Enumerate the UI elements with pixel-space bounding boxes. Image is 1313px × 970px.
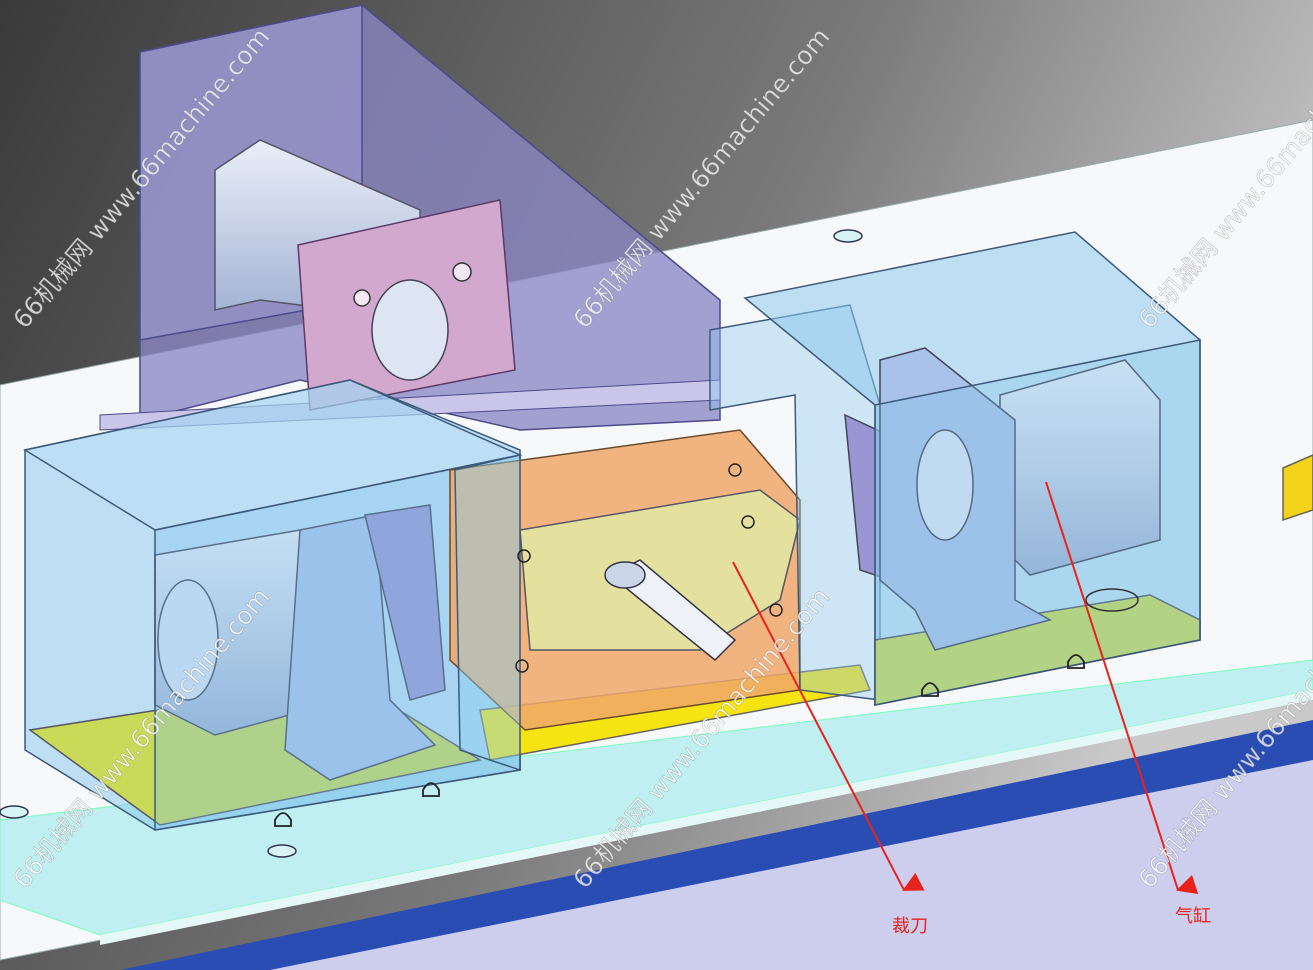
die-front-frame xyxy=(454,454,521,772)
die-hole xyxy=(769,603,783,617)
die-hole xyxy=(741,515,755,529)
right-bore xyxy=(916,429,974,541)
cylinder-label: 气缸 xyxy=(1175,905,1211,927)
plate-hole xyxy=(267,844,297,858)
bolt-hole xyxy=(452,262,472,282)
plate-edge-lower xyxy=(100,690,1313,945)
slot xyxy=(1067,654,1085,669)
rear-rod xyxy=(371,279,449,381)
die-hole xyxy=(517,549,531,563)
cutter-leader-line xyxy=(732,561,925,891)
slot xyxy=(422,782,440,797)
blue-rail xyxy=(120,720,1313,970)
left-cylinder-face xyxy=(157,579,219,701)
right-enclosure-face xyxy=(874,339,1201,706)
slot xyxy=(921,682,939,697)
floor-lavender xyxy=(0,740,1313,970)
die-hole xyxy=(728,463,742,477)
cylinder-leader-line xyxy=(1045,481,1199,894)
base-hole xyxy=(1085,588,1139,612)
left-guide-block xyxy=(364,504,446,701)
plate-hole xyxy=(0,805,29,819)
tube-end xyxy=(604,561,646,589)
die-hole xyxy=(515,659,529,673)
slot xyxy=(274,812,292,827)
plate-hole xyxy=(833,229,863,243)
yellow-block xyxy=(1282,454,1313,522)
bolt-hole xyxy=(353,289,371,307)
die-green-block xyxy=(519,489,801,651)
cutter-label: 裁刀 xyxy=(892,916,928,937)
